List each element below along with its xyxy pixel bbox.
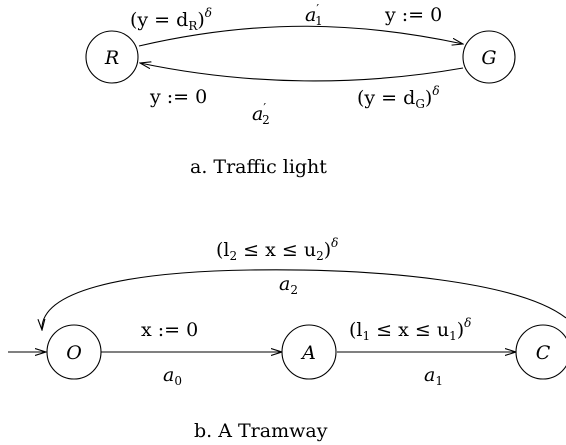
action-a1-prime: a′1 — [305, 2, 323, 28]
action-a0: a0 — [163, 364, 182, 388]
state-g-label: G — [481, 47, 496, 69]
action-a1: a1 — [424, 364, 443, 388]
state-o-circle — [46, 324, 102, 380]
state-c-label: C — [536, 342, 551, 364]
caption-tramway: b. A Tramway — [194, 420, 328, 442]
state-g-circle — [462, 30, 516, 84]
tramway-automaton: O A C (l2 ≤ x ≤ u2)δ a2 x := 0 a0 (l1 ≤ … — [8, 236, 566, 442]
state-r-circle — [85, 30, 139, 84]
state-r-label: R — [104, 47, 119, 69]
edge-g-to-r — [140, 63, 464, 82]
guard-r-to-g: (y = dR)δ — [130, 6, 212, 33]
state-a-label: A — [300, 342, 316, 364]
state-a-circle — [281, 324, 337, 380]
action-a2: a2 — [279, 273, 298, 297]
guard-a-to-c: (l1 ≤ x ≤ u1)δ — [349, 316, 471, 343]
caption-traffic-light: a. Traffic light — [190, 156, 327, 178]
state-o-label: O — [66, 342, 82, 364]
edge-c-to-o — [42, 269, 566, 330]
traffic-light-automaton: R G (y = dR)δ a′1 y := 0 y := 0 a′2 (y =… — [85, 2, 516, 178]
action-a2-prime: a′2 — [252, 101, 270, 127]
edge-r-to-g — [138, 25, 463, 47]
reset-o-to-a: x := 0 — [141, 319, 198, 341]
guard-g-to-r: (y = dG)δ — [357, 84, 440, 111]
guard-c-to-o: (l2 ≤ x ≤ u2)δ — [216, 236, 338, 263]
reset-g-to-r: y := 0 — [149, 86, 207, 108]
state-c-circle — [515, 324, 566, 380]
reset-r-to-g: y := 0 — [384, 4, 442, 26]
